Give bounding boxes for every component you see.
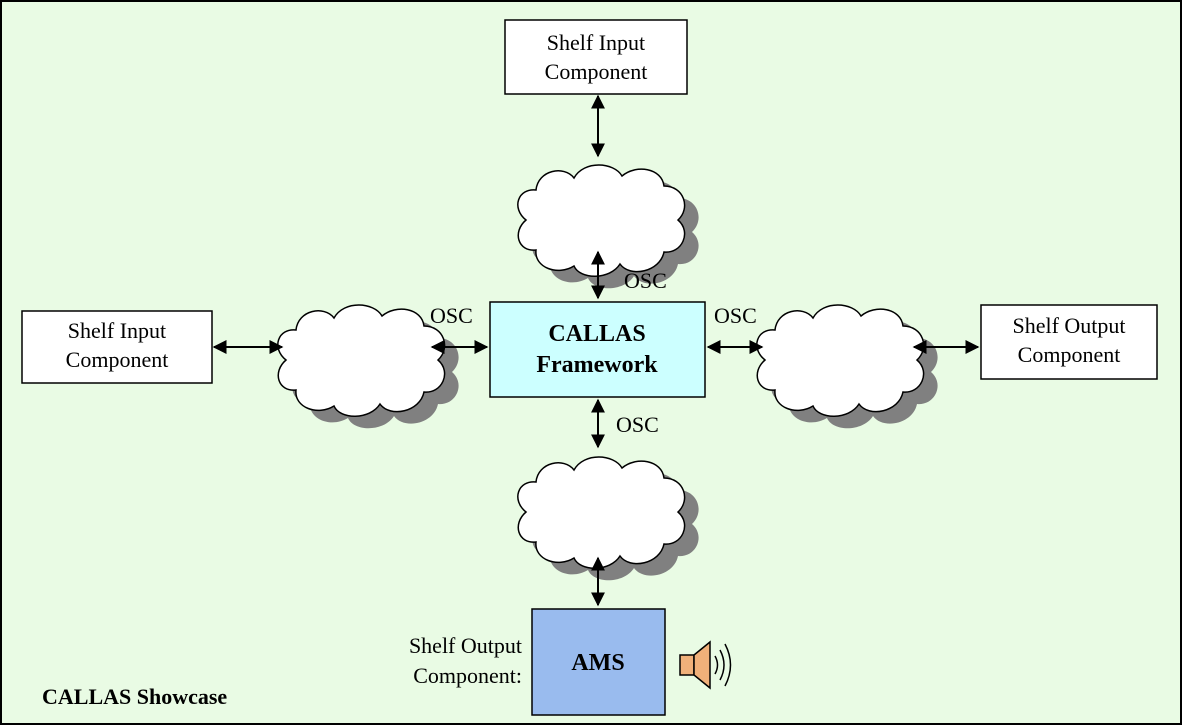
top-input-line2: Component [545,59,648,84]
right-output-line2: Component [1018,342,1121,367]
ams-label: AMS [571,650,624,676]
right-output-line1: Shelf Output [1012,313,1125,338]
framework-line2: Framework [536,352,658,378]
osc-label-top: OSC [624,268,667,293]
ams-caption-line2: Component: [413,663,522,688]
osc-label-right: OSC [714,303,757,328]
left-input-line2: Component [66,347,169,372]
top-input-line1: Shelf Input [547,30,645,55]
osc-label-bottom: OSC [616,412,659,437]
speaker-icon [679,640,732,690]
showcase-title: CALLAS Showcase [42,684,227,709]
ams-box: AMS [531,608,666,716]
left-input-line1: Shelf Input [68,318,166,343]
ams-caption-line1: Shelf Output [409,633,522,658]
framework-line1: CALLAS [548,321,645,347]
right-output-component: Shelf Output Component [980,304,1158,380]
osc-label-left: OSC [430,303,473,328]
top-input-component: Shelf Input Component [504,19,688,95]
left-input-component: Shelf Input Component [21,310,213,384]
callas-framework-box: CALLAS Framework [489,301,706,398]
